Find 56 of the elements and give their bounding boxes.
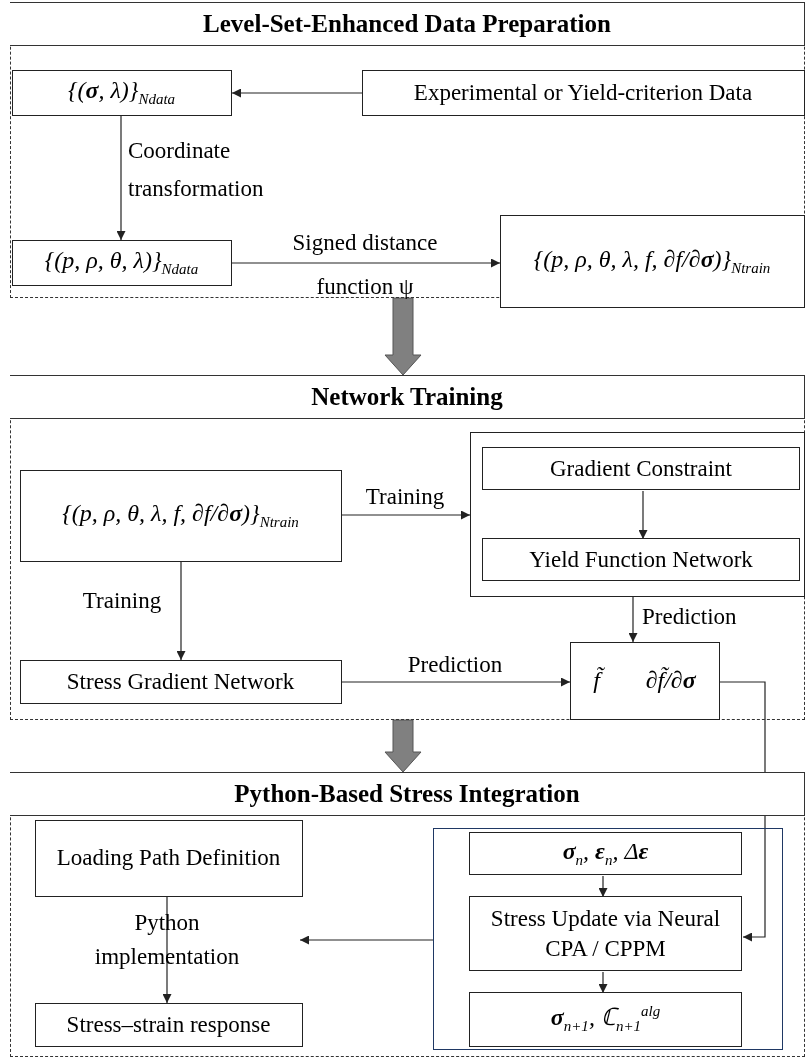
math-expression: f̃	[587, 664, 606, 697]
box-label: Gradient Constraint	[548, 454, 733, 483]
edge-label: Prediction	[406, 652, 504, 678]
process-box	[469, 832, 742, 875]
arrow	[176, 561, 186, 661]
arrow	[162, 896, 172, 1004]
block-arrow	[384, 297, 422, 376]
math-expression: {(p, ρ, θ, λ, f, ∂f/∂σ)}$_{Ntrain}$	[532, 244, 772, 278]
process-box	[11, 239, 232, 286]
section-heading: Level-Set-Enhanced Data Preparation	[10, 2, 805, 46]
edge-label: Training	[81, 588, 163, 614]
box-label: Stress Update via Neural CPA / CPPM	[489, 904, 722, 963]
math-expression: ∂f̃/∂σ	[644, 665, 697, 695]
edge-label: Python implementation	[93, 909, 241, 971]
arrow	[628, 596, 638, 643]
process-box	[19, 659, 342, 704]
math-expression: {(σ, λ)}$_{Ndata}$	[66, 76, 177, 110]
edge-label: Signed distance function ψ	[291, 229, 439, 301]
process-box	[11, 69, 232, 116]
arrow	[341, 677, 571, 687]
process-box	[469, 992, 742, 1047]
arrow	[341, 510, 471, 520]
arrow	[231, 258, 501, 268]
math-expression: σ$_{n}$, ε$_{n}$, Δε	[561, 837, 650, 871]
section-panel	[10, 772, 805, 1057]
block-arrow	[384, 719, 422, 773]
section-panel	[10, 375, 805, 720]
arrow	[598, 875, 608, 898]
process-box	[34, 819, 303, 897]
group-frame	[469, 431, 805, 597]
box-label: Stress–strain response	[65, 1010, 272, 1039]
process-box	[19, 469, 342, 562]
edge-label: Coordinate transformation	[128, 137, 265, 203]
arrow	[299, 935, 434, 945]
group-frame	[432, 827, 783, 1050]
arrow	[116, 115, 126, 241]
section-heading: Python-Based Stress Integration	[10, 772, 805, 816]
process-box	[482, 538, 800, 581]
process-box	[569, 641, 720, 720]
process-box	[361, 69, 805, 116]
math-expression: {(p, ρ, θ, λ)}$_{Ndata}$	[43, 246, 200, 280]
arrow	[638, 490, 648, 540]
box-label: Experimental or Yield-criterion Data	[412, 78, 754, 107]
edge-label: Training	[364, 484, 446, 510]
process-box	[482, 447, 800, 490]
box-label: Yield Function Network	[528, 545, 754, 574]
edge-label: Prediction	[642, 604, 738, 630]
process-box	[469, 896, 742, 971]
section-heading: Network Training	[10, 375, 805, 419]
process-box	[34, 1002, 303, 1047]
box-label: Stress Gradient Network	[65, 667, 296, 696]
arrow	[598, 971, 608, 994]
math-expression: {(p, ρ, θ, λ, f, ∂f/∂σ)}$_{Ntrain}$	[61, 499, 300, 533]
box-label: Loading Path Definition	[55, 844, 282, 873]
arrow	[231, 88, 363, 98]
process-box	[499, 214, 805, 308]
